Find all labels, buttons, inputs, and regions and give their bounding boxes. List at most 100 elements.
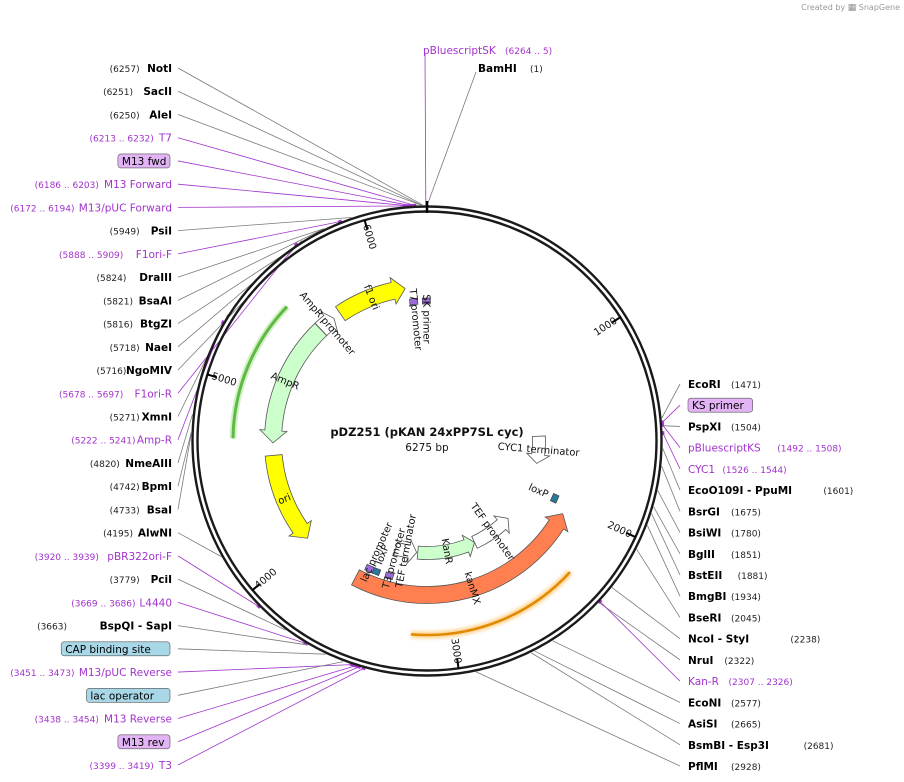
leader-m13-reverse — [177, 665, 356, 719]
leader-noti — [177, 67, 423, 206]
ruler-label-5000: 5000 — [210, 371, 238, 389]
annotation-f1ori-r: F1ori-R(5678 .. 5697) — [59, 388, 172, 400]
annotation-bspqi: BspQI - SapI(3663) — [37, 621, 172, 633]
snapgene-logo-icon: ▦ — [847, 3, 857, 13]
leader-alwni — [177, 532, 222, 557]
pos-asisi: (2665) — [731, 721, 761, 731]
annotation-alei: AleI(6250) — [110, 109, 172, 121]
name-m13-puc-reverse: M13/pUC Reverse — [79, 667, 172, 679]
name-kan-r: Kan-R — [688, 676, 719, 688]
annotation-bsaai: BsaAI(5821) — [103, 295, 172, 307]
leader-lac-operator — [177, 661, 344, 696]
annotation-bsteii: BstEII (1881) — [688, 570, 768, 582]
annotation-pbr322ori-f: pBR322ori-F(3920 .. 3939) — [35, 551, 172, 563]
leader-f1ori-f — [177, 221, 341, 255]
pos-bsaai: (5821) — [103, 297, 133, 307]
leader-bsaai — [177, 228, 324, 301]
primer-mark-pbr322ori-f — [256, 604, 262, 609]
annotation-psii: PsiI (5949) — [110, 226, 172, 238]
name-xmni: XmnI — [142, 412, 172, 424]
leader-lines — [177, 53, 681, 767]
name-pflmi: PflMI — [688, 761, 718, 773]
primer-mark-kan-r — [597, 599, 603, 604]
name-bspqi: BspQI - SapI — [100, 621, 172, 633]
name-asisi: AsiSI — [688, 719, 717, 731]
annotation-m13-rev: M13 rev — [117, 734, 171, 750]
name-bglii: BglII — [688, 549, 715, 561]
annotation-amp-r: Amp-R(5222 .. 5241) — [71, 435, 172, 447]
annotation-bsmbi: BsmBI - Esp3I(2681) — [688, 740, 834, 752]
pos-f1ori-r: (5678 .. 5697) — [59, 390, 123, 400]
ruler-tick-5000 — [206, 373, 217, 379]
pos-bsteii: (1881) — [738, 572, 768, 582]
pos-alei: (6250) — [110, 111, 140, 121]
leader-bsmbi — [530, 652, 681, 746]
name-psii: PsiI — [151, 226, 172, 238]
box-label-m13-rev: M13 rev — [122, 737, 165, 749]
primer-mark-m13-rev — [356, 664, 362, 669]
annotation-m13-puc-forward: M13/pUC Forward(6172 .. 6194) — [10, 202, 172, 214]
leader-m13-puc-reverse — [177, 664, 352, 673]
name-cyc1: CYC1 — [688, 464, 715, 476]
pos-ecoo109i: (1601) — [823, 487, 853, 497]
ruler-tick-1000 — [611, 316, 622, 324]
primer-mark-t3 — [361, 666, 366, 671]
leader-ks-primer — [661, 404, 681, 423]
ruler-label-2000: 2000 — [605, 520, 633, 541]
feature-tef-term — [393, 538, 418, 565]
annotation-cyc1: CYC1(1526 .. 1544) — [688, 464, 787, 476]
name-nrui: NruI — [688, 655, 713, 667]
pos-pbluescriptks: (1492 .. 1508) — [777, 445, 841, 455]
annotation-lac-operator: lac operator — [86, 687, 171, 703]
ruler-label-6000: 6000 — [360, 223, 378, 250]
name-noti: NotI — [147, 63, 172, 75]
annotation-ecori: EcoRI (1471) — [688, 379, 761, 391]
pos-kan-r: (2307 .. 2326) — [729, 678, 793, 688]
leader-m13-forward — [177, 183, 409, 207]
label-loxp-1: loxP — [526, 482, 549, 500]
plasmid-name: pDZ251 (pKAN 24xPP7SL cyc) — [330, 425, 523, 439]
feature-tef-prom — [471, 515, 510, 549]
annotation-bpmi: BpmI(4742) — [110, 481, 172, 493]
pos-ecori: (1471) — [731, 381, 761, 391]
ruler-tick-6000 — [363, 219, 369, 230]
pos-bsrgi: (1675) — [731, 508, 761, 518]
leader-bpmi — [177, 432, 192, 487]
name-nmeaiii: NmeAIII — [125, 458, 172, 470]
leader-m13-fwd — [177, 160, 411, 206]
name-pbluescriptks: pBluescriptKS — [688, 443, 761, 455]
name-ecoo109i: EcoO109I - PpuMI — [688, 485, 792, 497]
name-t3: T3 — [158, 760, 172, 772]
pos-psii: (5949) — [110, 228, 140, 238]
leader-draiii — [177, 228, 325, 278]
annotation-ngomiv: NgoMIV(5716) — [96, 365, 172, 377]
annotation-bamhi: BamHI(1) — [478, 63, 543, 75]
annotation-ecoo109i: EcoO109I - PpuMI (1601) — [688, 485, 853, 497]
leader-l4440 — [177, 601, 306, 644]
box-label-ks-primer: KS primer — [692, 400, 744, 412]
leader-econi — [552, 640, 681, 703]
primer-mark-f1ori-f — [337, 219, 343, 224]
annotation-econi: EcoNI(2577) — [688, 697, 761, 709]
annotation-bmgbi: BmgBI(1934) — [688, 591, 761, 603]
pos-bpmi: (4742) — [110, 483, 140, 493]
pos-f1ori-f: (5888 .. 5909) — [59, 251, 123, 261]
leader-sacii — [177, 90, 422, 206]
pos-ngomiv: (5716) — [96, 367, 126, 377]
annotation-m13-puc-reverse: M13/pUC Reverse(3451 .. 3473) — [10, 667, 172, 679]
pos-sacii: (6251) — [103, 88, 133, 98]
annotation-pcii: PciI(3779) — [110, 574, 172, 586]
leader-pcii — [177, 578, 286, 631]
leader-ncoi — [611, 587, 681, 639]
annotation-bseri: BseRI(2045) — [688, 612, 761, 624]
pos-pbluescriptsk: (6264 .. 5) — [505, 47, 552, 57]
name-bsteii: BstEII — [688, 570, 722, 582]
pos-bmgbi: (1934) — [731, 593, 761, 603]
name-ecori: EcoRI — [688, 379, 721, 391]
leader-ecoo109i — [662, 448, 681, 491]
name-alwni: AlwNI — [138, 528, 172, 540]
leader-pbr322ori-f — [177, 555, 259, 607]
pos-pcii: (3779) — [110, 576, 140, 586]
leader-alei — [177, 114, 422, 206]
